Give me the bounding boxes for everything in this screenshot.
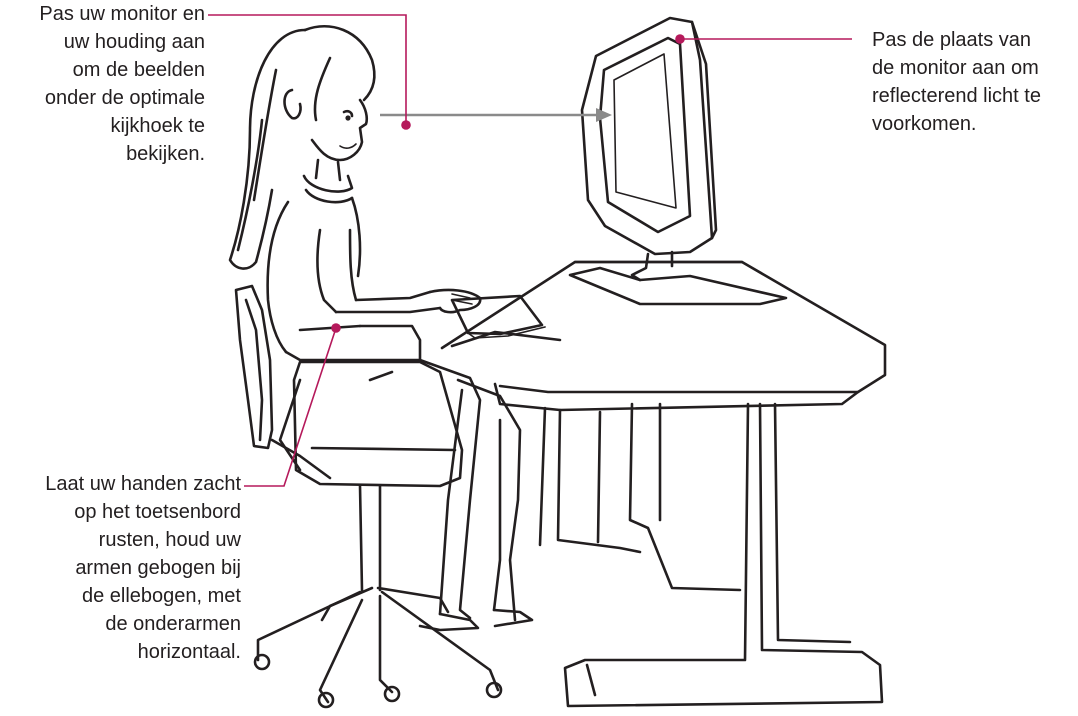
callout-line: onder de optimale [39, 84, 205, 112]
leader-top-left [208, 15, 406, 125]
callout-line: Laat uw handen zacht [45, 470, 241, 498]
callout-line: rusten, houd uw [45, 526, 241, 554]
callout-line: Pas de plaats van [872, 26, 1041, 54]
office-chair [236, 286, 501, 707]
callout-line: om de beelden [39, 56, 205, 84]
leader-lines [208, 15, 852, 486]
viewing-direction-arrow [380, 108, 612, 122]
callout-posture-viewing-angle: Pas uw monitor en uw houding aan om de b… [39, 0, 205, 168]
callout-line: voorkomen. [872, 110, 1041, 138]
callout-line: Pas uw monitor en [39, 0, 205, 28]
callout-hands-keyboard: Laat uw handen zacht op het toetsenbord … [45, 470, 241, 666]
desk [442, 262, 885, 706]
callout-line: horizontaal. [45, 638, 241, 666]
callout-monitor-reflection: Pas de plaats van de monitor aan om refl… [872, 26, 1041, 138]
callout-line: uw houding aan [39, 28, 205, 56]
callout-line: de ellebogen, met [45, 582, 241, 610]
leader-dot-top-right [675, 34, 685, 44]
callout-line: reflecterend licht te [872, 82, 1041, 110]
callout-line: bekijken. [39, 140, 205, 168]
callout-line: kijkhoek te [39, 112, 205, 140]
callout-line: op het toetsenbord [45, 498, 241, 526]
leader-dot-bottom-left [331, 323, 341, 333]
callout-line: de onderarmen [45, 610, 241, 638]
callout-line: armen gebogen bij [45, 554, 241, 582]
leader-dot-top-left [401, 120, 411, 130]
callout-line: de monitor aan om [872, 54, 1041, 82]
